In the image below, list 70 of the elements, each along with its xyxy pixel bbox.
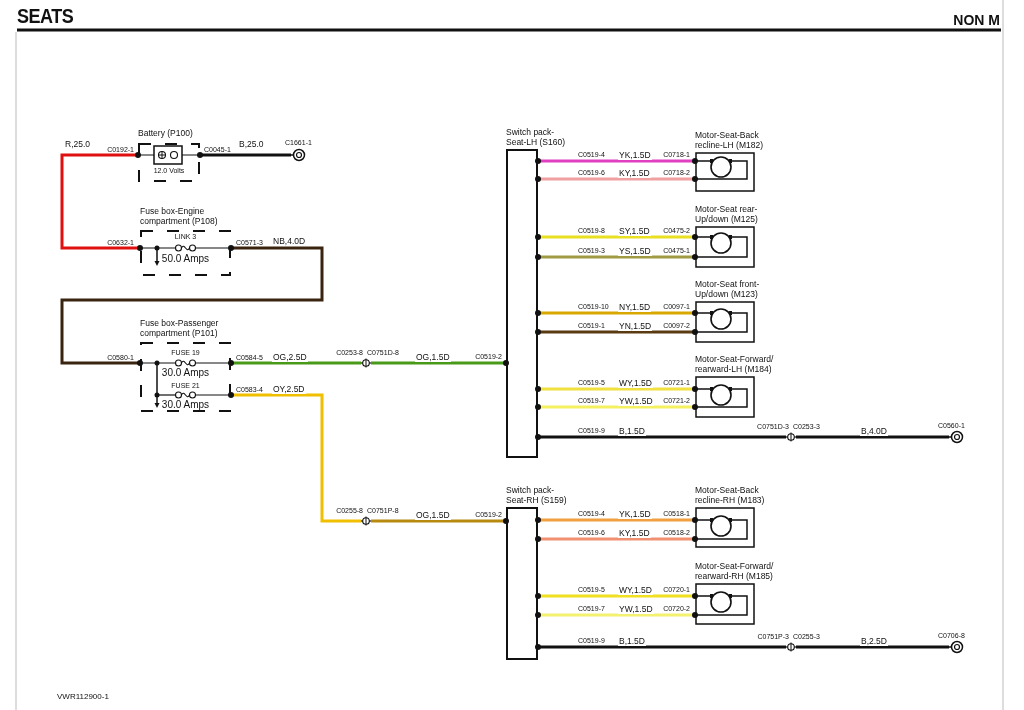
component-label: Switch pack- Seat-RH (S159) <box>506 485 568 505</box>
wire <box>535 644 786 650</box>
wire <box>197 152 291 158</box>
wire <box>228 360 361 366</box>
drawing-number: VWR112900-1 <box>57 692 109 701</box>
inline-connector-icon <box>786 432 796 442</box>
wire-label: OG,2.5D <box>272 352 308 362</box>
wire-label: NB,4.0D <box>272 236 307 246</box>
wire <box>535 254 698 260</box>
ground-icon <box>949 430 963 444</box>
inline-connector-icon <box>786 642 796 652</box>
wire <box>796 645 949 649</box>
component-label: Fuse box-Passenger compartment (P101) <box>140 318 220 338</box>
wire <box>535 329 698 335</box>
ground-icon <box>949 640 963 654</box>
wire-label: OY,2.5D <box>272 384 306 394</box>
wire-label: YW,1.5D <box>618 396 654 406</box>
wire <box>371 360 509 366</box>
wire-label: B,25.0 <box>238 139 265 149</box>
wire-label: WY,1.5D <box>618 585 653 595</box>
wire-label: R,25.0 <box>64 139 92 149</box>
component-label: Motor-Seat-Forward/ rearward-RH (M185) <box>695 561 775 581</box>
wire <box>535 517 698 523</box>
wire <box>535 612 698 618</box>
wire <box>60 152 143 251</box>
wire-label: B,1.5D <box>618 426 646 436</box>
rating-label: 30.0 Amps <box>160 367 211 378</box>
wire <box>535 434 786 440</box>
component-label: Motor-Seat front- Up/down (M123) <box>695 279 761 299</box>
wire-label: YW,1.5D <box>618 604 654 614</box>
component-label: Motor-Seat-Forward/ rearward-LH (M184) <box>695 354 775 374</box>
wire <box>228 392 361 523</box>
wire-label: WY,1.5D <box>618 378 653 388</box>
component-label: Motor-Seat rear- Up/down (M125) <box>695 204 759 224</box>
wire <box>535 234 698 240</box>
wire-label: YN,1.5D <box>618 321 653 331</box>
ground-icon <box>291 148 305 162</box>
wire-label: SY,1.5D <box>618 226 651 236</box>
wire <box>796 435 949 439</box>
wire-label: OG,1.5D <box>415 352 451 362</box>
wire-label: NY,1.5D <box>618 302 652 312</box>
wire-label: YS,1.5D <box>618 246 652 256</box>
wire-label: OG,1.5D <box>415 510 451 520</box>
wire <box>535 310 698 316</box>
wire <box>535 536 698 542</box>
section-label: NON M <box>953 12 1000 28</box>
wire <box>60 245 324 366</box>
rating-label: 30.0 Amps <box>160 399 211 410</box>
wire <box>535 386 698 392</box>
wire-label: YK,1.5D <box>618 150 652 160</box>
wire-label: B,1.5D <box>618 636 646 646</box>
rating-label: 50.0 Amps <box>160 253 211 264</box>
component-label: Motor-Seat-Back recline-RH (M183) <box>695 485 766 505</box>
component-label: Fuse box-Engine compartment (P108) <box>140 206 219 226</box>
wire-label: KY,1.5D <box>618 528 651 538</box>
component-label: Motor-Seat-Back recline-LH (M182) <box>695 130 765 150</box>
page-title: SEATS <box>17 5 74 28</box>
wire <box>535 158 698 164</box>
wire-label: YK,1.5D <box>618 509 652 519</box>
inline-connector-icon <box>361 358 371 368</box>
inline-connector-icon <box>361 516 371 526</box>
wire <box>371 518 509 524</box>
component-label: Battery (P100) <box>138 128 194 138</box>
wire-label: B,2.5D <box>860 636 888 646</box>
wire <box>535 593 698 599</box>
component-label: Switch pack- Seat-LH (S160) <box>506 127 567 147</box>
wire-label: KY,1.5D <box>618 168 651 178</box>
wire-label: B,4.0D <box>860 426 888 436</box>
wire <box>535 404 698 410</box>
wire <box>535 176 698 182</box>
